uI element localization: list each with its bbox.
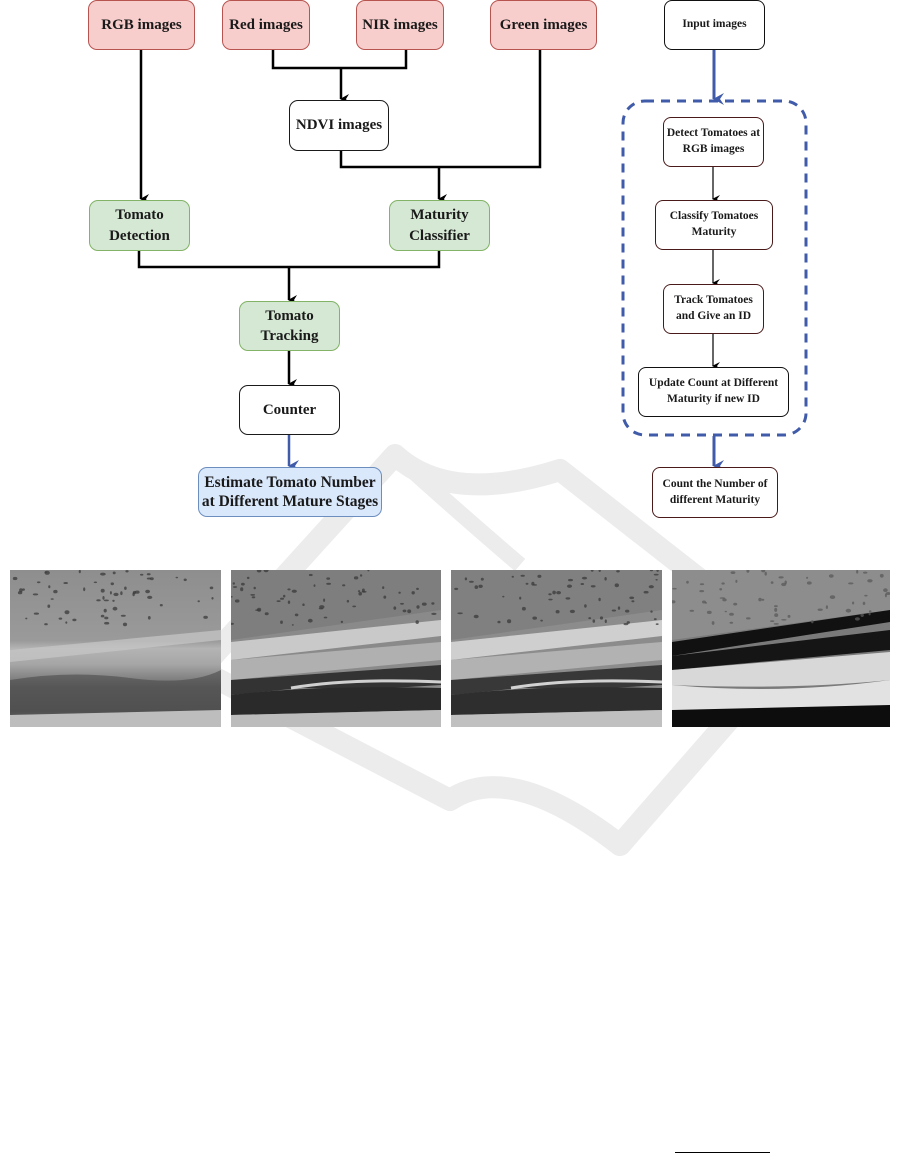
count-output-line1: Count the Number of <box>662 477 768 490</box>
tomato-detection-node: Tomato Detection <box>89 200 190 251</box>
nir-band-field-image <box>672 570 890 727</box>
footnote-rule <box>675 1152 770 1153</box>
estimate-output-line2: at Different Mature Stages <box>201 493 379 510</box>
detect-step-line1: Detect Tomatoes at <box>666 127 761 140</box>
nir-images-label: NIR images <box>362 16 438 33</box>
classify-step-node: Classify Tomatoes Maturity <box>655 200 773 250</box>
input-images-label: Input images <box>682 18 747 31</box>
update-count-step-line2: Maturity if new ID <box>667 393 760 405</box>
tomato-detection-label-line2: Detection <box>109 227 170 244</box>
maturity-classifier-node: Maturity Classifier <box>389 200 490 251</box>
shrub-texture <box>231 570 437 626</box>
ndvi-images-node: NDVI images <box>289 100 389 151</box>
tomato-detection-label-line1: Tomato <box>115 207 164 224</box>
counter-label: Counter <box>262 401 317 418</box>
rgb-images-node: RGB images <box>88 0 195 50</box>
arrow-detection-classifier-to-tracking <box>137 250 441 305</box>
rgb-images-label: RGB images <box>101 16 182 33</box>
tomato-tracking-label-line1: Tomato <box>265 307 314 324</box>
red-band-field-image <box>231 570 441 727</box>
detect-step-node: Detect Tomatoes at RGB images <box>663 117 764 167</box>
track-step-line2: and Give an ID <box>675 310 752 322</box>
tomato-tracking-node: Tomato Tracking <box>239 301 340 351</box>
maturity-classifier-label-line2: Classifier <box>409 227 470 244</box>
classify-step-line2: Maturity <box>691 226 737 238</box>
update-count-step-line1: Update Count at Different <box>648 377 779 390</box>
shrub-texture <box>12 570 214 627</box>
green-images-label: Green images <box>499 16 588 33</box>
red-images-label: Red images <box>229 16 303 33</box>
detect-step-line2: RGB images <box>682 143 745 155</box>
shrub-texture <box>454 570 659 626</box>
maturity-classifier-label-line1: Maturity <box>410 207 469 224</box>
rgb-grayscale-field-image <box>10 570 221 727</box>
arrow-red-nir-to-ndvi <box>271 50 408 104</box>
count-output-line2: different Maturity <box>669 493 761 506</box>
tomato-tracking-label-line2: Tracking <box>260 328 319 344</box>
shrub-texture <box>672 570 890 625</box>
ndvi-images-label: NDVI images <box>295 117 383 134</box>
red-images-node: Red images <box>222 0 310 50</box>
input-images-node: Input images <box>664 0 765 50</box>
track-step-line1: Track Tomatoes <box>674 294 753 307</box>
counter-node: Counter <box>239 385 340 435</box>
estimate-output-line1: Estimate Tomato Number <box>204 473 376 491</box>
track-step-node: Track Tomatoes and Give an ID <box>663 284 764 334</box>
update-count-step-node: Update Count at Different Maturity if ne… <box>638 367 789 417</box>
green-band-field-image <box>451 570 662 727</box>
classify-step-line1: Classify Tomatoes <box>669 210 759 223</box>
nir-images-node: NIR images <box>356 0 444 50</box>
green-images-node: Green images <box>490 0 597 50</box>
count-output-node: Count the Number of different Maturity <box>652 467 778 518</box>
estimate-output-node: Estimate Tomato Number at Different Matu… <box>198 467 382 517</box>
